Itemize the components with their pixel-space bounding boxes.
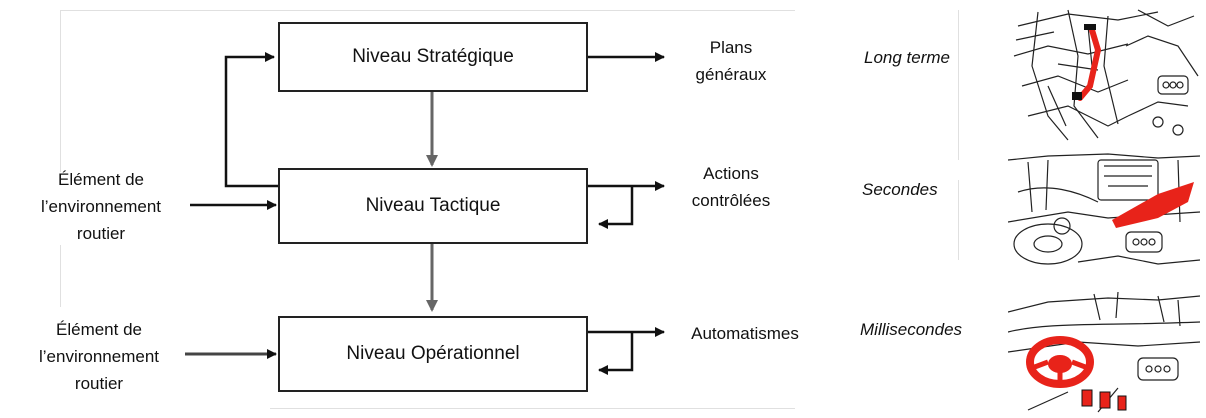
timescale-strategic: Long terme [864, 48, 950, 67]
input-label-tactical: Élément de l’environnement routier [40, 170, 161, 243]
frame-bracket-top [958, 10, 959, 160]
car-interior-illustration-tactical [1008, 152, 1200, 274]
red-steering-wheel [1026, 336, 1094, 388]
tactical-level-label: Niveau Tactique [365, 195, 501, 216]
frame-top-line [60, 10, 795, 11]
operational-level-box: Niveau Opérationnel [278, 316, 588, 392]
frame-left-line-lower [60, 245, 61, 307]
red-road-zone [1112, 182, 1194, 228]
frame-bracket-mid [958, 180, 959, 260]
output-label-strategic: Plans généraux [695, 38, 767, 84]
operational-level-label: Niveau Opérationnel [346, 343, 520, 364]
timescale-tactical: Secondes [862, 180, 938, 199]
timescale-operational: Millisecondes [860, 320, 963, 339]
arrow-tactical-self-loop [598, 186, 634, 229]
red-route [1077, 27, 1102, 101]
red-pedals [1081, 389, 1127, 411]
car-interior-illustration-operational [1008, 292, 1200, 414]
tactical-level-box: Niveau Tactique [278, 168, 588, 244]
frame-left-line [60, 10, 61, 172]
output-label-operational: Automatismes [691, 324, 799, 343]
road-map-illustration [1008, 6, 1200, 144]
strategic-level-box: Niveau Stratégique [278, 22, 588, 92]
arrow-tactical-to-strategic-loop [224, 52, 280, 188]
frame-bottom-line [270, 408, 795, 409]
arrow-operational-self-loop [598, 332, 634, 375]
strategic-level-label: Niveau Stratégique [352, 46, 514, 67]
input-label-operational: Élément de l’environnement routier [38, 320, 159, 393]
output-label-tactical: Actions contrôlées [691, 164, 771, 210]
